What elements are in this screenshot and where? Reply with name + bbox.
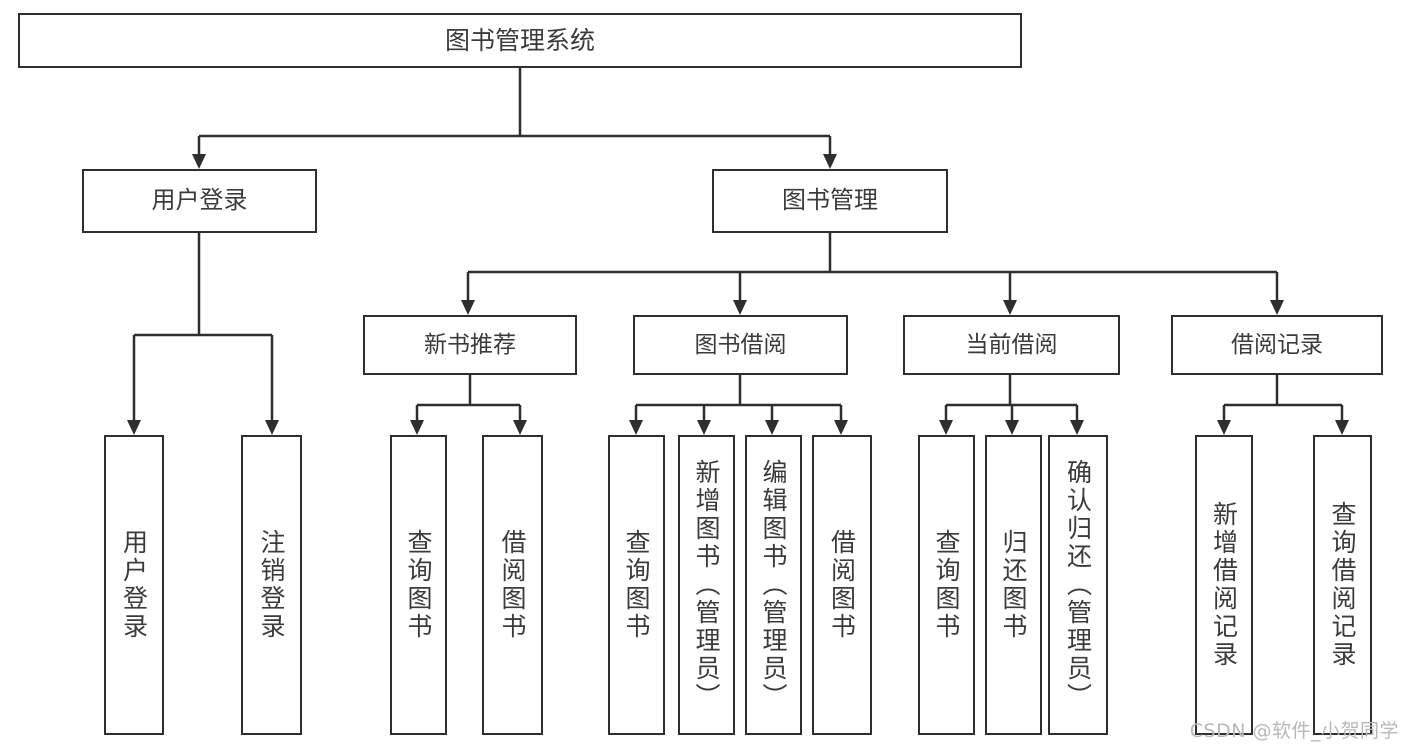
book-borrow-to-leaves-arrowhead-1 <box>697 420 711 435</box>
node-leaf-query-book-2[interactable]: 查询图书 <box>608 435 665 735</box>
user-login-to-leaves-arrowhead-0 <box>127 420 141 435</box>
book-manage-to-level3-arrowhead-2 <box>1003 300 1017 315</box>
node-leaf-add-record[interactable]: 新增借阅记录 <box>1195 435 1253 735</box>
node-leaf-add-book[interactable]: 新增图书（管理员） <box>678 435 735 735</box>
node-label: 借阅图书 <box>827 529 857 641</box>
node-label: 编辑图书（管理员） <box>759 459 788 711</box>
node-current-borrow[interactable]: 当前借阅 <box>903 315 1120 375</box>
book-manage-to-level3-arrowhead-0 <box>461 300 475 315</box>
node-leaf-borrow-book-2[interactable]: 借阅图书 <box>812 435 872 735</box>
new-book-recommend-to-leaves-arrowhead-0 <box>410 420 424 435</box>
user-login-to-leaves-arrowhead-1 <box>265 420 279 435</box>
node-label: 用户登录 <box>119 529 149 641</box>
watermark-label: CSDN @软件_小贺同学 <box>1189 720 1399 742</box>
node-leaf-query-book-1[interactable]: 查询图书 <box>390 435 447 735</box>
current-borrow-to-leaves-arrowhead-1 <box>1005 420 1019 435</box>
node-user-login[interactable]: 用户登录 <box>82 169 317 233</box>
node-book-manage[interactable]: 图书管理 <box>712 169 948 233</box>
current-borrow-to-leaves-arrowhead-0 <box>939 420 953 435</box>
node-label: 图书管理系统 <box>444 26 595 55</box>
node-leaf-confirm-return[interactable]: 确认归还（管理员） <box>1048 435 1108 735</box>
node-label: 查询图书 <box>622 529 651 641</box>
node-label: 新增图书（管理员） <box>692 459 721 711</box>
node-leaf-user-logout[interactable]: 注销登录 <box>241 435 302 735</box>
book-manage-to-level3-arrowhead-3 <box>1270 300 1284 315</box>
node-label: 查询图书 <box>404 529 433 641</box>
node-label: 新书推荐 <box>424 331 516 358</box>
node-leaf-borrow-book-1[interactable]: 借阅图书 <box>482 435 543 735</box>
book-borrow-to-leaves-arrowhead-3 <box>834 420 848 435</box>
root-to-level2-arrowhead-1 <box>823 154 837 169</box>
node-leaf-edit-book[interactable]: 编辑图书（管理员） <box>745 435 802 735</box>
node-borrow-record[interactable]: 借阅记录 <box>1171 315 1383 375</box>
node-book-borrow[interactable]: 图书借阅 <box>633 315 848 375</box>
node-label: 查询图书 <box>932 529 961 641</box>
node-leaf-query-book-3[interactable]: 查询图书 <box>918 435 975 735</box>
node-leaf-return-book[interactable]: 归还图书 <box>985 435 1042 735</box>
node-label: 查询借阅记录 <box>1328 501 1357 669</box>
node-new-book-recommend[interactable]: 新书推荐 <box>363 315 577 375</box>
node-label: 图书借阅 <box>694 331 787 358</box>
book-borrow-to-leaves-arrowhead-0 <box>629 420 643 435</box>
book-borrow-to-leaves-arrowhead-2 <box>765 420 779 435</box>
node-label: 借阅记录 <box>1231 331 1323 358</box>
node-label: 新增借阅记录 <box>1209 501 1239 669</box>
node-label: 当前借阅 <box>965 331 1058 358</box>
node-label: 用户登录 <box>151 186 248 215</box>
node-label: 借阅图书 <box>498 529 527 641</box>
node-label: 图书管理 <box>782 186 878 215</box>
node-root[interactable]: 图书管理系统 <box>18 13 1022 68</box>
book-manage-to-level3-arrowhead-1 <box>733 300 747 315</box>
borrow-record-to-leaves-arrowhead-1 <box>1335 420 1349 435</box>
new-book-recommend-to-leaves-arrowhead-1 <box>513 420 527 435</box>
node-label: 注销登录 <box>257 529 286 641</box>
current-borrow-to-leaves-arrowhead-2 <box>1070 420 1084 435</box>
borrow-record-to-leaves-arrowhead-0 <box>1217 420 1231 435</box>
root-to-level2-arrowhead-0 <box>192 154 206 169</box>
node-leaf-user-login[interactable]: 用户登录 <box>104 435 164 735</box>
node-label: 确认归还（管理员） <box>1063 459 1093 711</box>
node-label: 归还图书 <box>999 529 1028 641</box>
node-leaf-query-record[interactable]: 查询借阅记录 <box>1313 435 1372 735</box>
